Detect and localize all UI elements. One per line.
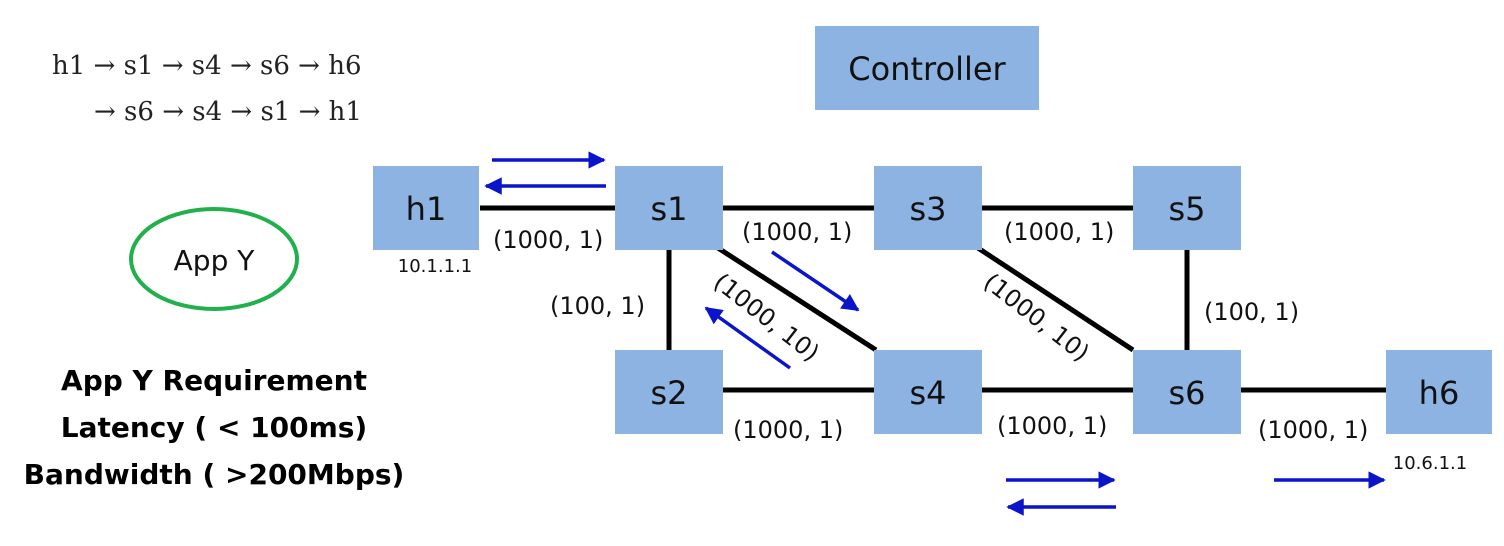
link-label-s6-h6: (1000, 1): [1258, 416, 1368, 444]
app-y-label: App Y: [174, 244, 256, 277]
node-s4-label: s4: [909, 374, 946, 412]
node-s6: [1133, 350, 1241, 434]
path-forward: h1 → s1 → s4 → s6 → h6: [52, 51, 362, 81]
node-h1-label: h1: [406, 190, 447, 228]
node-s5: [1133, 166, 1241, 250]
link-label-s1-s2: (100, 1): [550, 292, 645, 320]
link-label-h1-s1: (1000, 1): [493, 226, 603, 254]
node-h6: [1386, 350, 1492, 434]
path-reverse: → s6 → s4 → s1 → h1: [94, 97, 362, 127]
link-label-s1-s3: (1000, 1): [742, 218, 852, 246]
arrow-s1-to-s4: [771, 250, 860, 312]
node-s1: [615, 166, 723, 250]
controller-label: Controller: [848, 50, 1006, 88]
node-s5-label: s5: [1168, 190, 1205, 228]
link-label-s5-s6: (100, 1): [1204, 298, 1299, 326]
node-s1-label: s1: [650, 190, 687, 228]
node-s6-label: s6: [1168, 374, 1205, 412]
node-s4: [874, 350, 982, 434]
node-h6-ip: 10.6.1.1: [1393, 453, 1467, 474]
node-s3-label: s3: [909, 190, 946, 228]
node-h1: [373, 166, 479, 250]
node-h6-label: h6: [1419, 374, 1460, 412]
requirement-latency: Latency ( < 100ms): [61, 411, 367, 444]
link-label-s2-s4: (1000, 1): [733, 416, 843, 444]
node-s2-label: s2: [650, 374, 687, 412]
links: [480, 205, 1386, 393]
requirement-bandwidth: Bandwidth ( >200Mbps): [24, 458, 405, 491]
link-s1-s4: [716, 245, 878, 353]
flow-arrows: [484, 151, 1386, 516]
link-label-s3-s5: (1000, 1): [1004, 218, 1114, 246]
node-s3: [874, 166, 982, 250]
controller-box: [815, 26, 1039, 110]
node-s2: [615, 350, 723, 434]
link-label-s4-s6: (1000, 1): [997, 412, 1107, 440]
app-y-ellipse: [129, 207, 299, 311]
requirement-title: App Y Requirement: [61, 364, 367, 397]
node-h1-ip: 10.1.1.1: [398, 256, 472, 277]
link-label-s3-s6: (1000, 10): [978, 268, 1094, 367]
arrow-s4-to-s1: [704, 306, 792, 370]
link-s3-s6: [976, 245, 1135, 353]
